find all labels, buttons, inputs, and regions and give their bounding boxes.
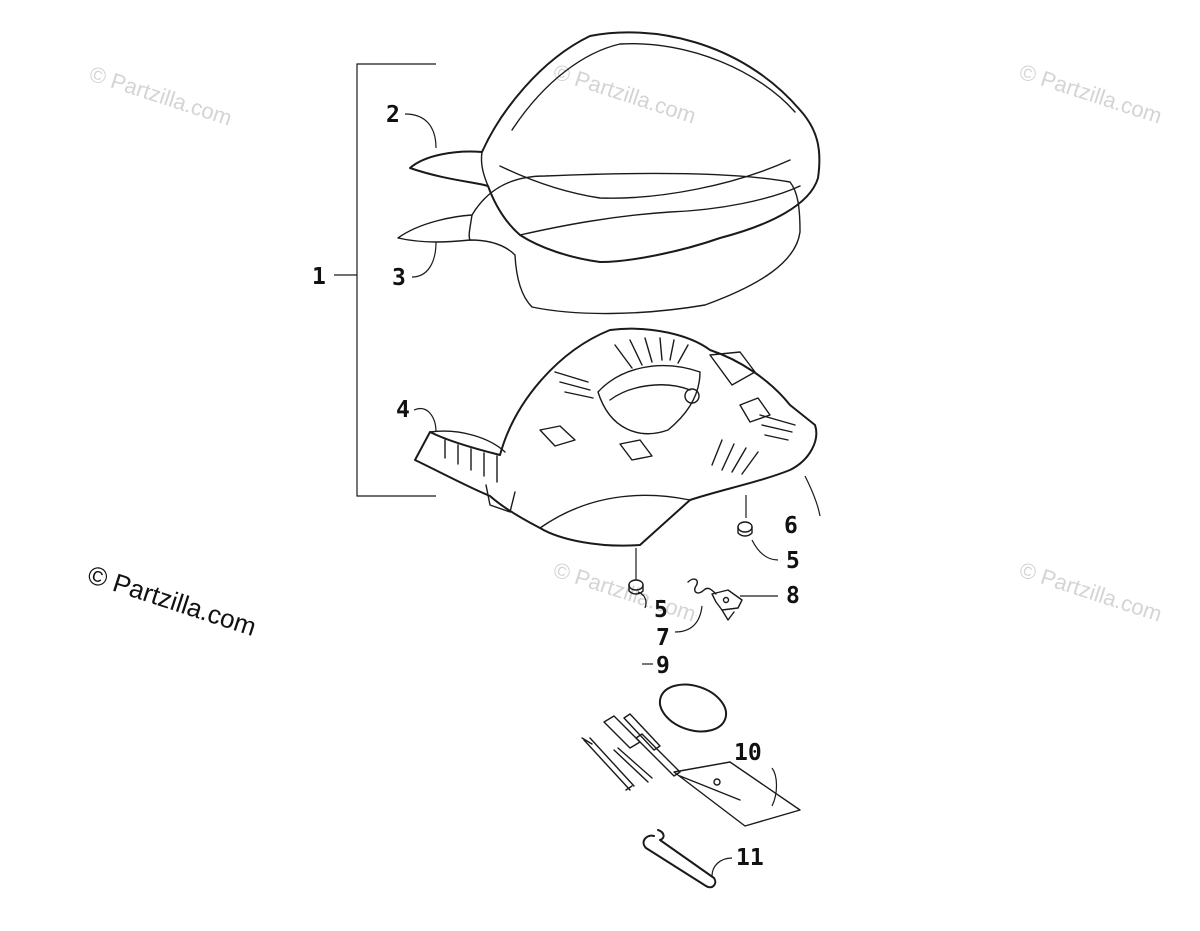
seat-base bbox=[414, 327, 821, 580]
seat-latch bbox=[711, 589, 743, 621]
callout-9: 9 bbox=[656, 653, 670, 679]
callout-6: 6 bbox=[784, 513, 798, 539]
callout-2: 2 bbox=[386, 102, 400, 128]
callout-3: 3 bbox=[392, 265, 406, 291]
callout-5-lower: 5 bbox=[654, 597, 668, 623]
callout-10: 10 bbox=[734, 740, 762, 766]
watermark-mid-left: © Partzilla.com bbox=[84, 559, 260, 642]
callout-8: 8 bbox=[786, 583, 800, 609]
callout-11: 11 bbox=[736, 845, 764, 871]
seat-cover bbox=[409, 31, 821, 263]
watermark-mid-center: © Partzilla.com bbox=[550, 557, 699, 627]
callout-5-upper: 5 bbox=[786, 548, 800, 574]
seat-foam bbox=[397, 172, 801, 315]
latch-spring bbox=[687, 578, 717, 595]
callout-4: 4 bbox=[396, 397, 410, 423]
spanner-wrench bbox=[642, 829, 717, 889]
grommet-upper bbox=[737, 521, 753, 537]
watermark-top-center: © Partzilla.com bbox=[550, 59, 699, 129]
callout-1: 1 bbox=[312, 264, 326, 290]
band-ring bbox=[658, 683, 728, 733]
watermark-mid-right: © Partzilla.com bbox=[1016, 557, 1165, 627]
callout-7: 7 bbox=[656, 625, 670, 651]
tool-kit bbox=[581, 713, 801, 827]
watermark-top-left: © Partzilla.com bbox=[86, 61, 235, 131]
leader-lines bbox=[404, 113, 779, 877]
assembly-bracket bbox=[334, 63, 436, 497]
watermark-top-right: © Partzilla.com bbox=[1016, 59, 1165, 129]
grommet-lower bbox=[628, 579, 644, 595]
